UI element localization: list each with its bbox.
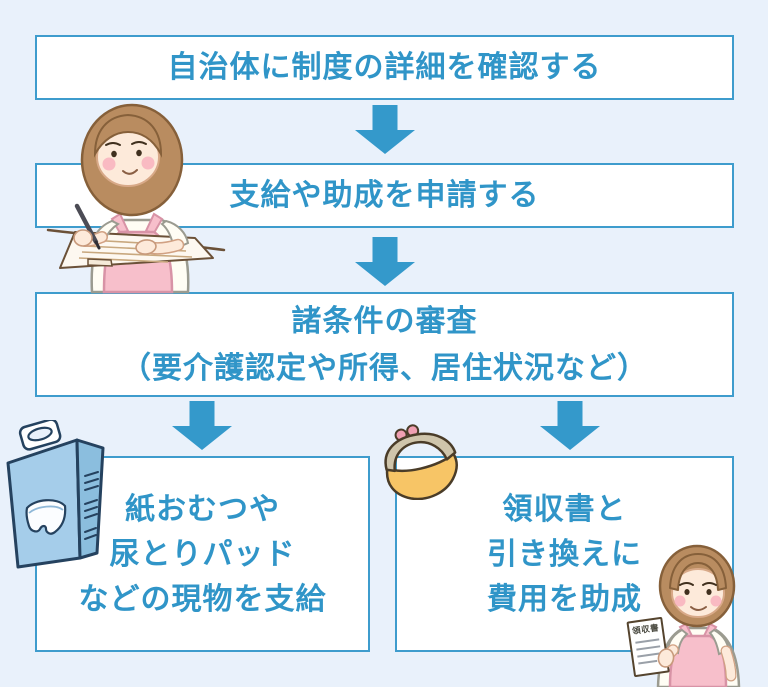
step4-left-line1: 紙おむつや [125,492,280,526]
smile [122,169,138,175]
coin-purse-illustration [384,424,459,500]
writing-woman-head [80,103,184,217]
pen [74,203,99,245]
step4-right-line3: 費用を助成 [487,582,642,616]
down-arrow-icon-left [172,401,232,450]
down-arrow-icon-1 [355,105,415,154]
pen-tip [94,240,101,250]
hand [657,648,675,668]
writing-woman-illustration [46,103,226,294]
step4-right-line2: 引き換えに [487,537,642,571]
step3-text-line1: 諸条件の審査 [291,304,478,338]
hand-on-paper [135,239,157,255]
down-arrow-icon-2 [355,237,415,286]
blush [674,595,686,607]
step4-right-line1: 領収書と [502,492,627,526]
blush [102,157,116,171]
side-hatch-lines [84,471,99,540]
diaper-package-illustration [6,420,105,569]
receipt-title: 領収書 [631,622,660,636]
pen-hand [73,229,93,247]
step3-text-line2: （要介護認定や所得、居住状況など） [121,351,648,385]
parted-bangs [669,553,727,591]
blush [710,595,722,607]
purse-body [385,451,459,500]
diaper-graphic [25,499,67,535]
step4-left-line3: などの現物を支給 [78,582,327,616]
down-arrow-icon-right [540,401,600,450]
purse-frame [384,432,457,473]
face [671,568,725,618]
receipt: 領収書 [626,617,670,677]
bangs [93,113,163,158]
step4-left-line2: 尿とりパッド [109,537,296,571]
step2-text: 支給や助成を申請する [229,179,540,212]
blush [141,156,155,170]
step-box-screening: 諸条件の審査 （要介護認定や所得、居住状況など） [35,292,734,397]
result-box-in-kind-supply: 紙おむつや 尿とりパッド などの現物を支給 [35,456,370,652]
writing-woman-arms [73,203,190,255]
step1-text: 自治体に制度の詳細を確認する [167,51,602,84]
receipt-hand-arm [657,628,689,668]
package-handle [18,420,62,451]
receipt-woman-illustration: 領収書 [626,544,741,687]
smile [690,606,707,611]
step-box-confirm-details: 自治体に制度の詳細を確認する [35,35,734,100]
package-side [75,438,105,560]
stamp-field [87,258,113,267]
receipt-woman-head [658,544,736,628]
